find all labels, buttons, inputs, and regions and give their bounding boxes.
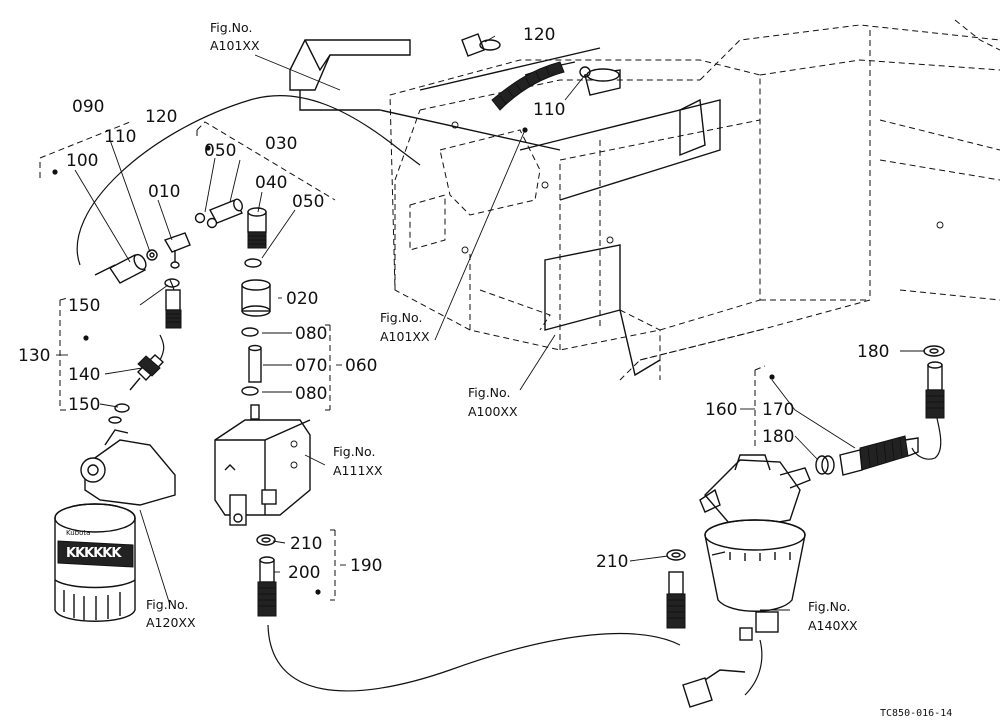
label-070: 070 <box>295 356 327 376</box>
label-050-top: 050 <box>204 141 236 161</box>
fig-ref-a101-mid: Fig.No. A101XX <box>380 310 430 344</box>
label-150-top: 150 <box>68 296 100 316</box>
svg-text:Fig.No.: Fig.No. <box>468 385 510 400</box>
label-090: 090 <box>72 97 104 117</box>
fig-ref-a101-top: Fig.No. A101XX <box>210 20 260 53</box>
label-060: 060 <box>345 356 377 376</box>
label-200: 200 <box>288 563 320 583</box>
label-180-top: 180 <box>857 342 889 362</box>
svg-text:A101XX: A101XX <box>380 329 430 344</box>
figure-references: Fig.No. A101XX Fig.No. A101XX Fig.No. A1… <box>146 20 858 633</box>
label-140: 140 <box>68 365 100 385</box>
label-080-top: 080 <box>295 324 327 344</box>
fig-ref-a120: Fig.No. A120XX <box>146 597 196 630</box>
fig-ref-a100: Fig.No. A100XX <box>468 385 518 419</box>
svg-text:Fig.No.: Fig.No. <box>146 597 188 612</box>
svg-text:A120XX: A120XX <box>146 615 196 630</box>
label-050-right: 050 <box>292 192 324 212</box>
fuel-tank-assembly <box>289 19 1000 381</box>
fuel-filter-a120: Kubota KKKKKK <box>54 429 176 622</box>
label-110-left: 110 <box>104 127 136 147</box>
filter-brand-text: Kubota <box>66 529 90 537</box>
svg-text:A111XX: A111XX <box>333 463 383 478</box>
fuel-lines <box>76 61 942 696</box>
svg-text:Fig.No.: Fig.No. <box>808 599 850 614</box>
label-210-right: 210 <box>596 552 628 572</box>
fuel-hose-group-130 <box>108 278 182 424</box>
label-040: 040 <box>255 173 287 193</box>
fig-ref-a140: Fig.No. A140XX <box>808 599 858 633</box>
label-080-bottom: 080 <box>295 384 327 404</box>
fuel-pump <box>214 419 311 526</box>
svg-text:Fig.No.: Fig.No. <box>333 444 375 459</box>
label-010: 010 <box>148 182 180 202</box>
fuel-hose-bottom-right <box>666 549 686 629</box>
filter-marking-text: KKKKKK <box>66 546 122 561</box>
group-brackets <box>39 121 766 601</box>
label-130: 130 <box>18 346 50 366</box>
label-100: 100 <box>66 151 98 171</box>
leader-lines <box>56 35 925 611</box>
svg-text:Fig.No.: Fig.No. <box>380 310 422 325</box>
label-120-top: 120 <box>523 25 555 45</box>
svg-text:A101XX: A101XX <box>210 38 260 53</box>
svg-text:Fig.No.: Fig.No. <box>210 20 252 35</box>
fuel-hose-group-190 <box>256 534 277 617</box>
fuel-pipe-group-030 <box>241 207 271 420</box>
part-labels: 090 120 110 100 010 050 030 040 050 020 … <box>18 25 889 583</box>
water-separator-a140 <box>682 454 811 708</box>
fuel-joint-group-090 <box>94 198 243 284</box>
tank-return-parts <box>461 33 591 111</box>
drawing-code: TC850-016-14 <box>880 708 952 719</box>
label-110-top: 110 <box>533 100 565 120</box>
fig-ref-a111: Fig.No. A111XX <box>333 444 383 478</box>
svg-text:A140XX: A140XX <box>808 618 858 633</box>
label-180-mid: 180 <box>762 427 794 447</box>
label-020: 020 <box>286 289 318 309</box>
fuel-hose-group-160 <box>815 345 945 476</box>
reference-dots <box>52 127 775 595</box>
label-120-left: 120 <box>145 107 177 127</box>
label-190: 190 <box>350 556 382 576</box>
label-030: 030 <box>265 134 297 154</box>
label-170: 170 <box>762 400 794 420</box>
label-150-bottom: 150 <box>68 395 100 415</box>
label-210-left: 210 <box>290 534 322 554</box>
label-160: 160 <box>705 400 737 420</box>
svg-text:A100XX: A100XX <box>468 404 518 419</box>
